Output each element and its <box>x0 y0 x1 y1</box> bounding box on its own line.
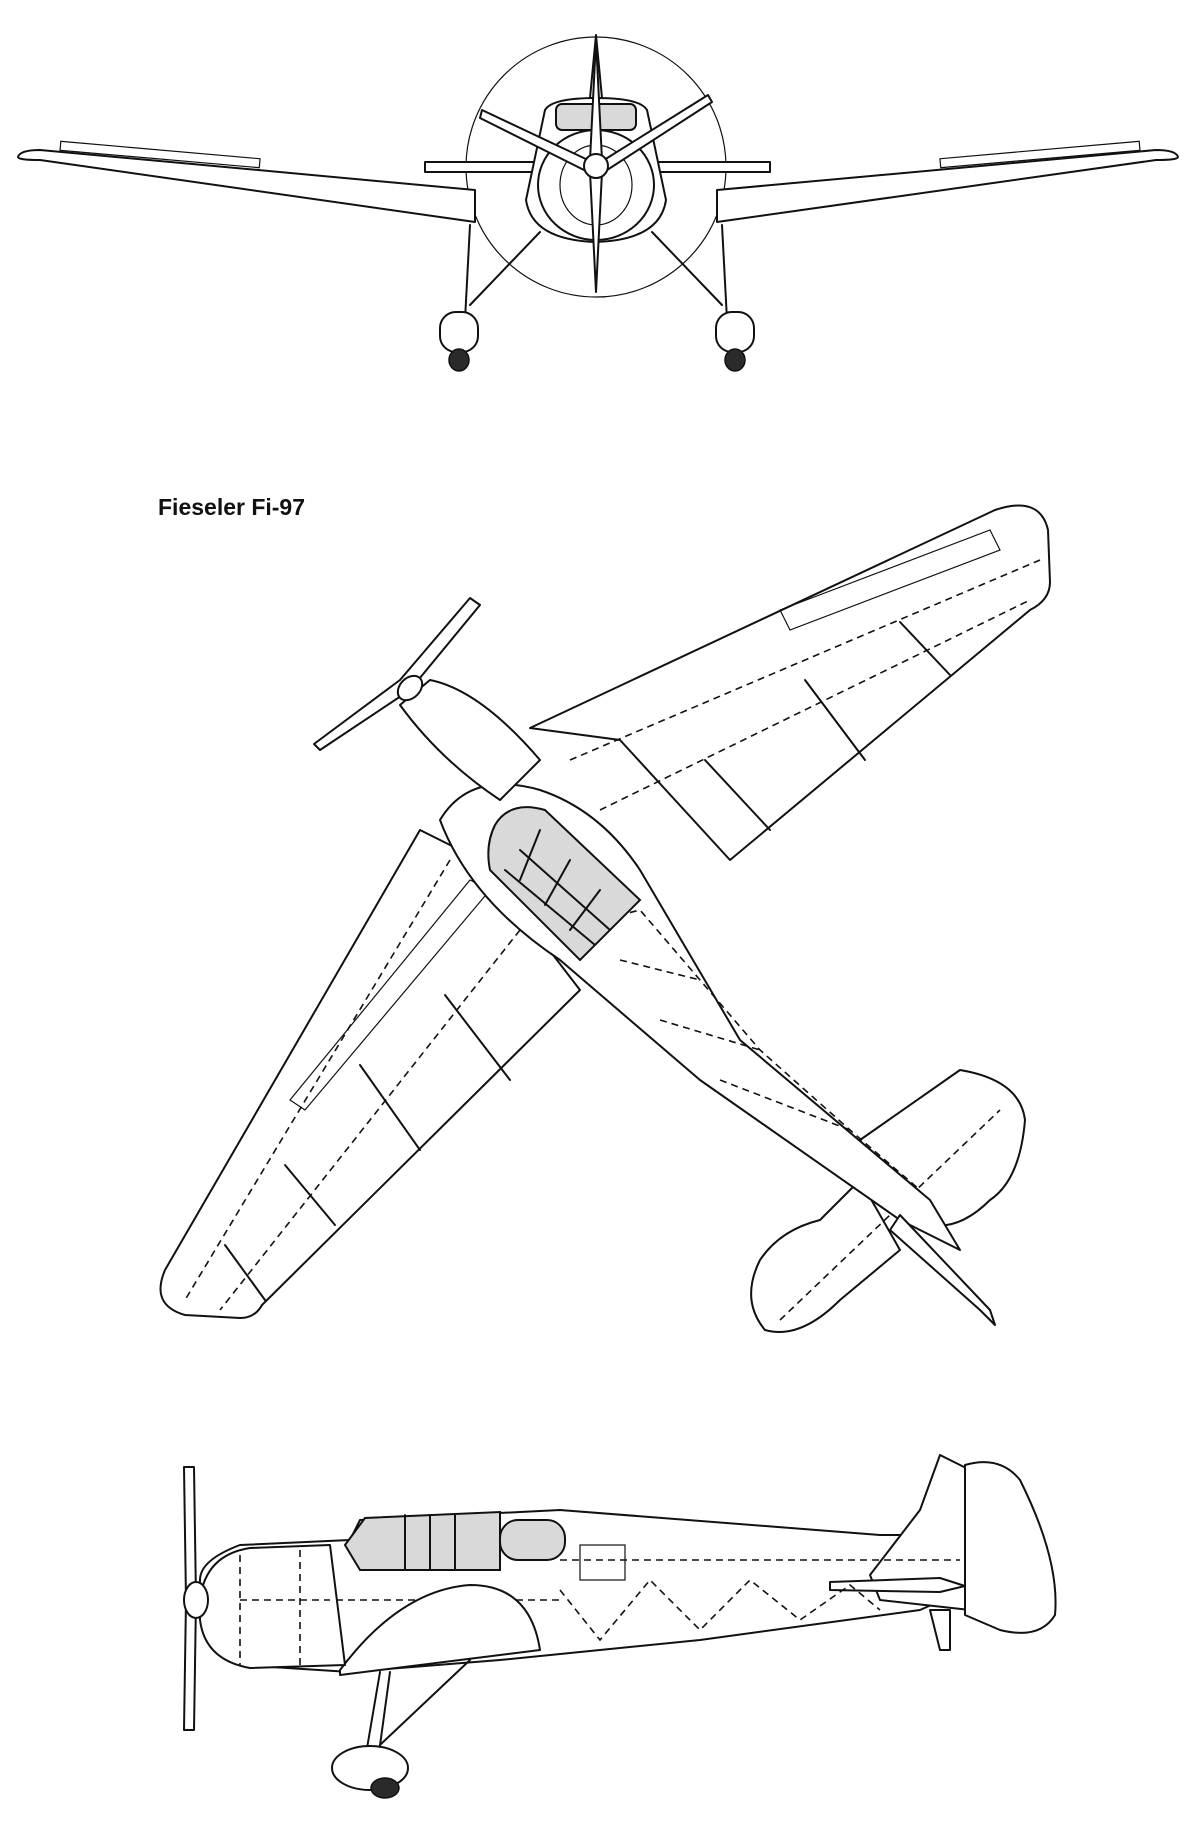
side-rear-window <box>499 1519 566 1561</box>
side-canopy-frames <box>404 1514 456 1571</box>
plan-spinner <box>396 674 424 702</box>
plan-canopy-frames <box>504 829 611 946</box>
plan-cowling <box>399 679 541 801</box>
plan-right-wing <box>529 504 1051 861</box>
front-right-aileron <box>939 140 1141 169</box>
side-rudder <box>964 1461 1057 1634</box>
plan-fuselage-structure <box>559 909 921 1191</box>
front-right-wheel-fairing <box>715 311 755 353</box>
front-spinner <box>583 153 609 179</box>
side-cowling-panels <box>239 1550 330 1668</box>
side-tire <box>370 1777 400 1799</box>
front-left-tire <box>448 348 470 372</box>
front-right-tire <box>724 348 746 372</box>
front-left-wing <box>17 149 476 223</box>
plan-tailplane-left <box>750 1179 901 1333</box>
side-view <box>183 1454 1057 1799</box>
side-spinner <box>183 1581 209 1619</box>
side-cowling <box>199 1544 346 1669</box>
side-stabilizer <box>829 1577 966 1593</box>
front-left-gear-strut <box>464 224 541 321</box>
plan-right-wing-spar <box>569 559 1041 761</box>
front-view <box>17 34 1179 372</box>
front-right-wing <box>716 149 1179 223</box>
plan-wing-rib-marks <box>224 621 951 1301</box>
plan-left-wing-spar <box>184 859 451 1301</box>
plan-right-wing-spar-2 <box>599 599 1031 811</box>
side-cabin-door <box>579 1544 626 1581</box>
plan-view <box>159 504 1051 1333</box>
plan-rudder <box>889 1214 996 1326</box>
side-tail-skid <box>929 1609 951 1651</box>
plan-tail-spar <box>779 1109 1001 1321</box>
drawing-title: Fieseler Fi-97 <box>158 494 306 520</box>
side-canopy <box>343 1510 501 1571</box>
front-left-wheel-fairing <box>439 311 479 353</box>
front-right-gear-strut <box>651 224 728 321</box>
side-gear-strut <box>364 1659 471 1761</box>
plan-left-wing-spar-2 <box>219 929 521 1311</box>
front-left-aileron <box>59 140 261 169</box>
plan-right-flap <box>779 529 1001 631</box>
plan-left-wing <box>159 829 581 1319</box>
side-wing-root <box>339 1584 541 1676</box>
